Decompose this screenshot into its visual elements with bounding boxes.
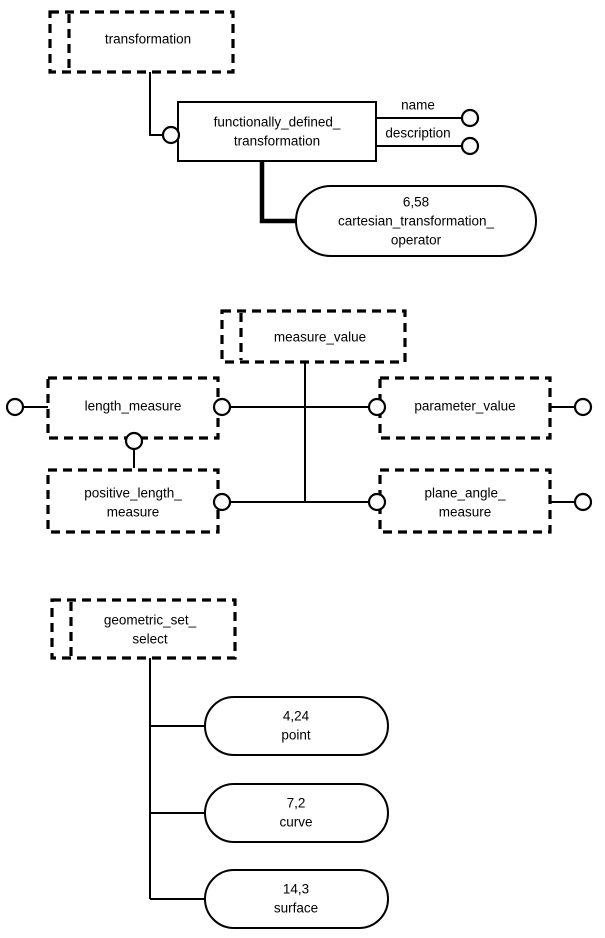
plane-angle-left-circle bbox=[367, 492, 387, 512]
surface-label: surface bbox=[274, 901, 318, 916]
measure-value-box bbox=[220, 309, 407, 364]
fdt-label-line1: functionally_defined_ bbox=[214, 115, 341, 130]
positive-length-right-circle bbox=[212, 492, 232, 512]
length-measure-label: length_measure bbox=[85, 399, 182, 414]
node-transformation[interactable]: transformation bbox=[48, 10, 235, 74]
surface-ref: 14,3 bbox=[283, 882, 309, 897]
cartesian-operator-label-line1: cartesian_transformation_ bbox=[338, 214, 495, 229]
node-curve[interactable]: 7,2 curve bbox=[204, 783, 389, 843]
fdt-supertype-circle bbox=[161, 125, 181, 145]
node-parameter-value[interactable]: parameter_value bbox=[378, 376, 552, 440]
connector-transformation-to-fdt bbox=[149, 72, 163, 136]
node-geometric-set-select[interactable]: geometric_set_ select bbox=[50, 598, 237, 660]
name-attribute-circle bbox=[460, 108, 480, 128]
measure-value-label: measure_value bbox=[274, 330, 366, 345]
positive-length-measure-box bbox=[46, 468, 220, 534]
node-point[interactable]: 4,24 point bbox=[204, 696, 389, 756]
parameter-value-right-circle bbox=[573, 397, 593, 417]
curve-ref: 7,2 bbox=[287, 796, 306, 811]
fdt-box bbox=[177, 101, 377, 162]
node-measure-value[interactable]: measure_value bbox=[220, 309, 407, 364]
positive-length-measure-label-line1: positive_length_ bbox=[84, 486, 182, 501]
geometric-set-select-box bbox=[50, 598, 237, 660]
point-label: point bbox=[281, 728, 311, 743]
plane-angle-measure-label-line2: measure bbox=[439, 505, 492, 520]
node-functionally-defined-transformation[interactable]: functionally_defined_ transformation bbox=[177, 101, 377, 162]
geometric-set-select-label-line2: select bbox=[132, 632, 168, 647]
node-surface[interactable]: 14,3 surface bbox=[204, 869, 389, 929]
plane-angle-measure-label-line1: plane_angle_ bbox=[424, 486, 506, 501]
cartesian-operator-label-line2: operator bbox=[391, 233, 442, 248]
transformation-label: transformation bbox=[105, 32, 191, 47]
positive-length-measure-label-line2: measure bbox=[107, 505, 160, 520]
curve-label: curve bbox=[279, 815, 312, 830]
node-cartesian-transformation-operator[interactable]: 6,58 cartesian_transformation_ operator bbox=[295, 185, 537, 257]
parameter-value-left-circle bbox=[367, 397, 387, 417]
plane-angle-measure-box bbox=[378, 468, 552, 534]
node-length-measure[interactable]: length_measure bbox=[46, 376, 220, 440]
plane-angle-right-circle bbox=[573, 492, 593, 512]
description-attribute-label: description bbox=[385, 126, 450, 141]
length-measure-bottom-circle bbox=[124, 431, 144, 451]
attribute-name: name bbox=[376, 98, 480, 128]
connector-fdt-to-cartesian-operator bbox=[259, 161, 296, 224]
length-measure-left-circle bbox=[5, 397, 25, 417]
curve-box bbox=[204, 783, 389, 843]
transformation-box bbox=[48, 10, 235, 74]
name-attribute-label: name bbox=[401, 98, 435, 113]
cartesian-operator-box bbox=[295, 185, 537, 257]
geometric-set-select-label-line1: geometric_set_ bbox=[104, 613, 197, 628]
node-positive-length-measure[interactable]: positive_length_ measure bbox=[46, 468, 220, 534]
attribute-description: description bbox=[376, 126, 480, 156]
cartesian-operator-ref: 6,58 bbox=[403, 195, 429, 210]
fdt-label-line2: transformation bbox=[234, 134, 320, 149]
point-ref: 4,24 bbox=[283, 709, 310, 724]
parameter-value-label: parameter_value bbox=[414, 399, 515, 414]
point-box bbox=[204, 696, 389, 756]
parameter-value-box bbox=[378, 376, 552, 440]
node-plane-angle-measure[interactable]: plane_angle_ measure bbox=[378, 468, 552, 534]
length-measure-right-circle bbox=[212, 397, 232, 417]
surface-box bbox=[204, 869, 389, 929]
description-attribute-circle bbox=[460, 136, 480, 156]
